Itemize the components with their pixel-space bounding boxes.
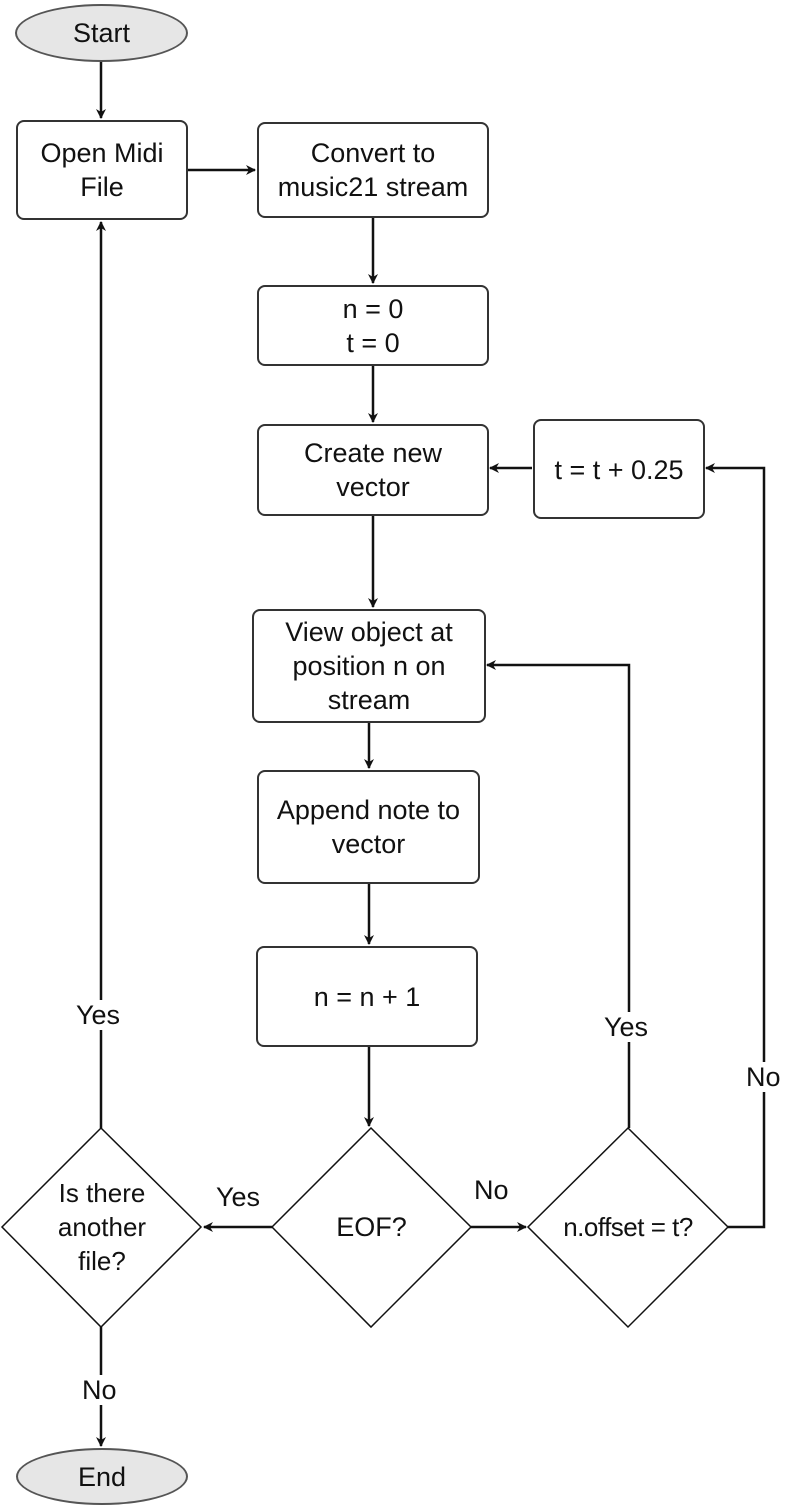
convert-box: Convert to music21 stream (257, 122, 489, 218)
init-box: n = 0 t = 0 (257, 285, 489, 366)
decision-eof: EOF? (336, 1212, 407, 1242)
decision-another-file-shape (0, 1126, 203, 1329)
start-terminator: Start (15, 4, 188, 62)
edge-label-another-no: No (80, 1375, 119, 1405)
edge-label-offset-no: No (744, 1062, 783, 1092)
increment-t-box: t = t + 0.25 (533, 419, 705, 519)
increment-n-box: n = n + 1 (256, 946, 478, 1047)
edge-label-eof-yes: Yes (214, 1182, 263, 1212)
append-note-box: Append note to vector (257, 770, 480, 884)
edge-offset-view (486, 660, 631, 1128)
decision-offset-shape (526, 1126, 730, 1329)
end-terminator: End (16, 1448, 188, 1505)
edge-label-another-yes: Yes (74, 1000, 123, 1030)
edge-offset-inct (705, 463, 766, 1229)
decision-offset: n.offset = t? (563, 1212, 693, 1242)
view-object-box: View object at position n on stream (252, 609, 486, 723)
create-vector-box: Create new vector (257, 424, 489, 516)
decision-eof-shape (270, 1126, 473, 1329)
decision-another-file: Is there another file? (57, 1178, 147, 1276)
edge-label-offset-yes: Yes (602, 1012, 651, 1042)
open-midi-box: Open Midi File (16, 120, 188, 220)
edge-label-eof-no: No (472, 1175, 511, 1205)
